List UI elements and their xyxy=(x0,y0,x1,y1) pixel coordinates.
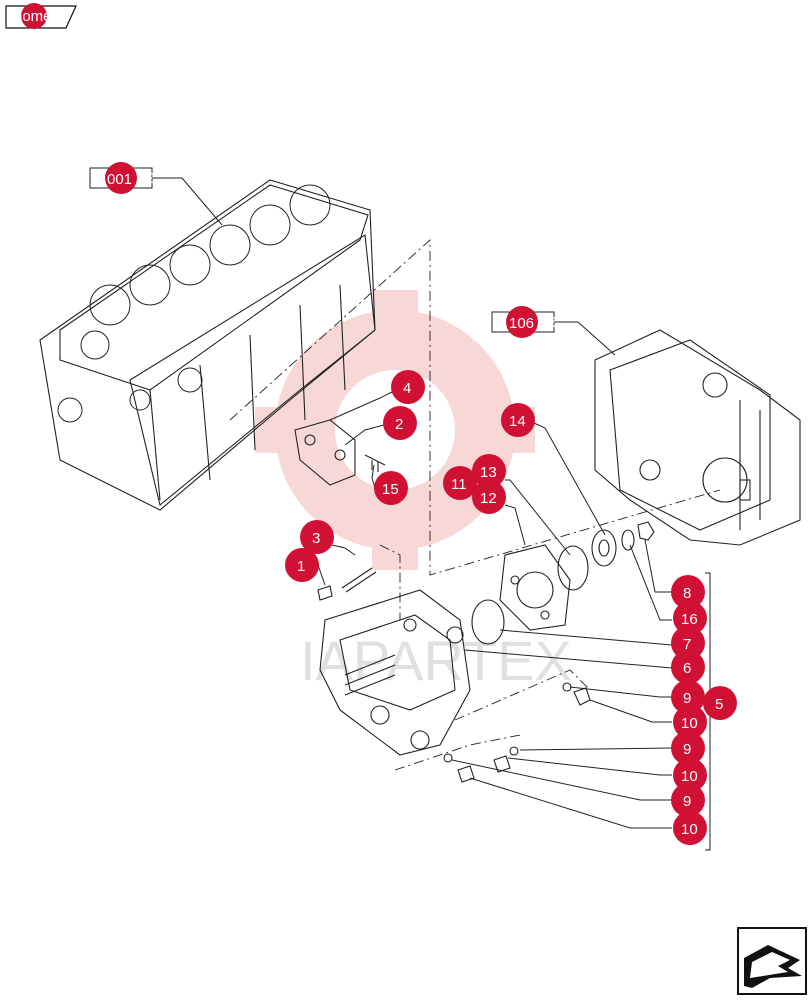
gear-illustration xyxy=(591,521,655,567)
injection-pump-illustration xyxy=(319,589,471,756)
callout-10-c-label: 10 xyxy=(681,821,698,838)
callout-14[interactable]: 14 xyxy=(501,403,535,437)
flange-illustration xyxy=(471,544,589,645)
callout-4[interactable]: 4 xyxy=(391,370,425,404)
home-label: home xyxy=(14,8,52,25)
callout-5-label: 5 xyxy=(715,696,723,713)
callout-6-label: 6 xyxy=(683,660,691,677)
callout-16-label: 16 xyxy=(681,611,698,628)
callout-9-a[interactable]: 9 xyxy=(671,680,705,714)
callout-9-b[interactable]: 9 xyxy=(671,731,705,765)
callout-8[interactable]: 8 xyxy=(671,575,705,609)
callout-1[interactable]: 1 xyxy=(285,548,319,582)
callout-15[interactable]: 15 xyxy=(374,471,408,505)
callout-9-c[interactable]: 9 xyxy=(671,783,705,817)
centre-lines xyxy=(229,238,721,771)
callout-12-label: 12 xyxy=(480,490,497,507)
callout-9-c-label: 9 xyxy=(683,793,691,810)
callout-11-label: 11 xyxy=(451,476,467,493)
section-ref-001[interactable]: 10 02 001 xyxy=(89,162,155,194)
callout-6[interactable]: 6 xyxy=(671,650,705,684)
callout-13[interactable]: 13 xyxy=(472,454,506,488)
callout-3[interactable]: 3 xyxy=(300,520,334,554)
callout-12[interactable]: 12 xyxy=(472,480,506,514)
callout-7-label: 7 xyxy=(683,636,691,653)
stud-illustration xyxy=(317,567,377,601)
engine-block-illustration xyxy=(39,179,376,511)
callout-9-b-label: 9 xyxy=(683,741,691,758)
callout-2[interactable]: 2 xyxy=(383,406,417,440)
section-ref-001-number: 001 xyxy=(107,171,132,188)
home-button[interactable]: home xyxy=(5,3,77,29)
callout-15-label: 15 xyxy=(382,481,399,498)
callout-10-a-label: 10 xyxy=(681,715,698,732)
callout-10-b[interactable]: 10 xyxy=(673,758,707,792)
leader-ref-001 xyxy=(152,177,223,226)
section-ref-106[interactable]: 10 03 106 xyxy=(491,306,557,338)
callout-10-b-label: 10 xyxy=(681,768,698,785)
callout-11[interactable]: 11 xyxy=(443,466,477,500)
callout-13-label: 13 xyxy=(480,464,497,481)
callout-14-label: 14 xyxy=(509,413,526,430)
watermark-text: IAPARTEX xyxy=(300,629,572,692)
timing-cover-illustration xyxy=(594,329,801,546)
section-ref-106-suffix: 03 xyxy=(540,314,557,331)
callout-4-label: 4 xyxy=(403,380,411,397)
section-ref-106-number: 106 xyxy=(509,315,534,332)
section-ref-001-suffix: 02 xyxy=(138,170,155,187)
callout-3-label: 3 xyxy=(312,530,320,547)
callout-16[interactable]: 16 xyxy=(673,601,707,635)
callout-10-a[interactable]: 10 xyxy=(673,705,707,739)
callout-10-c[interactable]: 10 xyxy=(673,811,707,845)
leader-ref-106 xyxy=(554,321,616,356)
callout-2-label: 2 xyxy=(395,416,403,433)
callout-8-label: 8 xyxy=(683,585,691,602)
callout-5[interactable]: 5 xyxy=(703,686,737,720)
callout-9-a-label: 9 xyxy=(683,690,691,707)
arrow-forward-icon[interactable] xyxy=(737,927,807,995)
callout-7[interactable]: 7 xyxy=(671,626,705,660)
callout-1-label: 1 xyxy=(297,558,305,575)
